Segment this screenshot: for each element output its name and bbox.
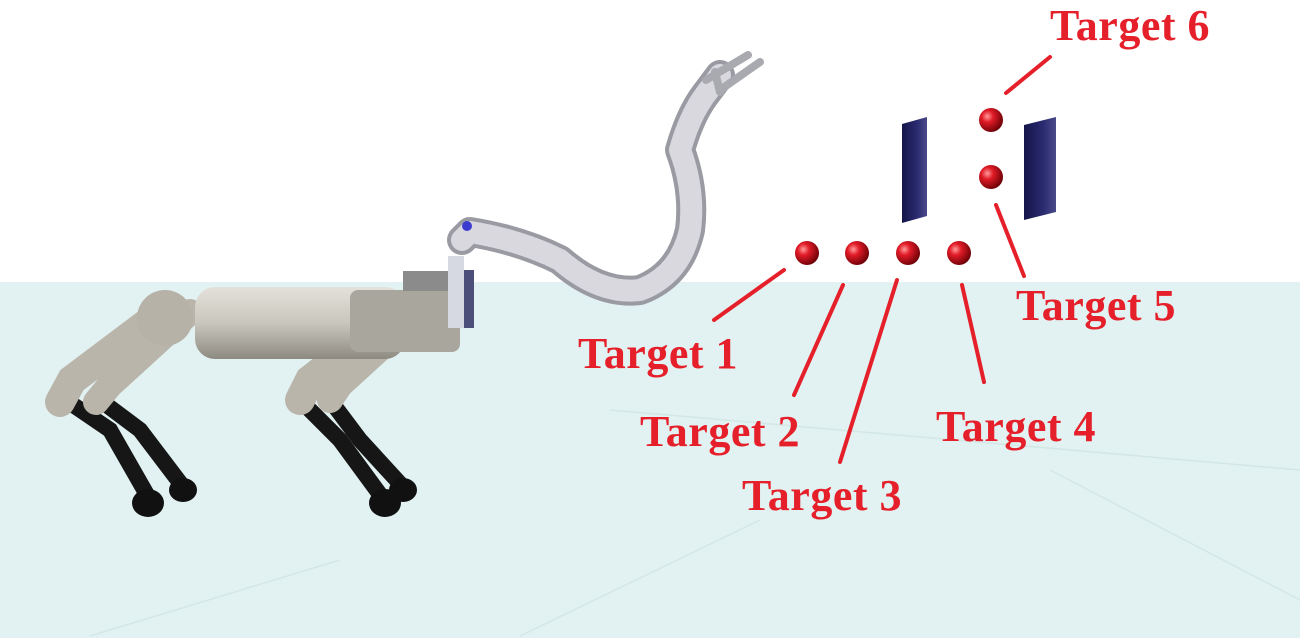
robot-lower-legs (58, 392, 412, 508)
target-2-pointer (792, 283, 845, 397)
target-2-sphere (845, 241, 869, 265)
target-6-sphere (979, 108, 1003, 132)
target-3-sphere (896, 241, 920, 265)
target-6-pointer (1004, 55, 1052, 95)
sky (0, 0, 1300, 282)
target-5-sphere (979, 165, 1003, 189)
target-spheres (795, 108, 1003, 265)
target-3-label: Target 3 (742, 471, 903, 520)
quadruped-robot (45, 256, 474, 517)
left-wall (902, 117, 927, 223)
target-4-sphere (947, 241, 971, 265)
target-1-pointer (712, 268, 786, 322)
target-6-label: Target 6 (1050, 1, 1211, 50)
target-4-label: Target 4 (936, 402, 1097, 451)
target-3-pointer (838, 278, 899, 464)
target-1-sphere (795, 241, 819, 265)
pointer-lines (712, 55, 1052, 464)
snake-arm (447, 51, 764, 306)
target-5-pointer (994, 203, 1026, 278)
target-5-label: Target 5 (1016, 281, 1177, 330)
target-1-label: Target 1 (578, 329, 739, 378)
right-wall (1024, 117, 1056, 220)
robot-feet (132, 478, 417, 517)
floor-grid-lines (89, 409, 1300, 637)
target-4-pointer (960, 283, 986, 384)
target-2-label: Target 2 (640, 407, 801, 456)
